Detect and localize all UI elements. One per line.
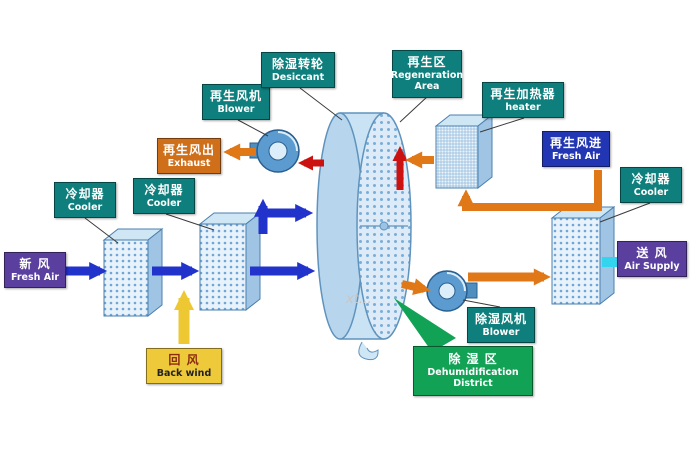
label-fresh-air-in-zh: 新 风 [19, 257, 51, 272]
label-heater: 再生加热器 heater [482, 82, 564, 118]
desiccant-wheel [316, 112, 412, 361]
watermark-text: xt… [346, 292, 372, 307]
label-cooler-2-zh: 冷却器 [144, 183, 184, 198]
leader-lines [84, 87, 651, 308]
cooler-box-1 [102, 227, 164, 318]
label-back-wind: 回 风 Back wind [146, 348, 222, 384]
label-cooler-3-en: Cooler [633, 186, 669, 198]
label-regen-blower-zh: 再生风机 [209, 89, 262, 104]
label-cooler-2: 冷却器 Cooler [133, 178, 195, 214]
label-exhaust-en: Exhaust [167, 157, 211, 169]
wheel-ribbon [358, 341, 379, 361]
label-air-supply-zh: 送 风 [636, 246, 668, 261]
regen-fan [249, 129, 300, 173]
label-dehumid-blower-en: Blower [482, 326, 520, 338]
label-back-wind-zh: 回 风 [168, 353, 200, 368]
label-regen-blower-en: Blower [217, 103, 255, 115]
label-fresh-air-in-en: Fresh Air [10, 271, 60, 283]
label-dehumid-district-zh: 除 湿 区 [448, 352, 498, 367]
label-regen-fresh-air: 再生风进 Fresh Air [542, 131, 610, 167]
label-regeneration-area-zh: 再生区 [407, 55, 447, 70]
label-dehumid-blower: 除湿风机 Blower [467, 307, 535, 343]
label-cooler-1-en: Cooler [67, 201, 103, 213]
label-desiccant-zh: 除湿转轮 [271, 57, 324, 72]
label-regen-fresh-air-zh: 再生风进 [549, 136, 602, 151]
label-regen-blower: 再生风机 Blower [202, 84, 270, 120]
label-cooler-1: 冷却器 Cooler [54, 182, 116, 218]
label-cooler-2-en: Cooler [146, 197, 182, 209]
label-exhaust: 再生风出 Exhaust [157, 138, 221, 174]
label-dehumid-district: 除 湿 区 Dehumidification District [413, 346, 533, 396]
label-dehumid-district-en: Dehumidification District [427, 366, 519, 390]
label-cooler-3-zh: 冷却器 [631, 172, 671, 187]
dehumid-fan [426, 270, 478, 312]
label-air-supply: 送 风 Air Supply [617, 241, 687, 277]
label-heater-en: heater [505, 101, 541, 113]
arrow-regen-air-to-heater [457, 170, 602, 211]
label-fresh-air-in: 新 风 Fresh Air [4, 252, 66, 288]
label-cooler-3: 冷却器 Cooler [620, 167, 682, 203]
label-back-wind-en: Back wind [156, 367, 212, 379]
label-air-supply-en: Air Supply [624, 260, 680, 272]
label-cooler-1-zh: 冷却器 [65, 187, 105, 202]
label-regen-fresh-air-en: Fresh Air [551, 150, 601, 162]
dehumid-district-pointer [394, 298, 456, 352]
arrow-wheel-to-dehumid-fan [401, 278, 431, 296]
label-desiccant-en: Desiccant [271, 71, 325, 83]
cooler-box-3 [550, 205, 616, 306]
label-regeneration-area: 再生区 Regeneration Area [390, 50, 464, 98]
label-exhaust-zh: 再生风出 [162, 143, 215, 158]
label-regeneration-area-en: Regeneration Area [390, 69, 464, 93]
cooler-box-2 [198, 211, 262, 312]
label-desiccant: 除湿转轮 Desiccant [261, 52, 335, 88]
label-heater-zh: 再生加热器 [490, 87, 556, 102]
heater-box [434, 113, 494, 190]
label-dehumid-blower-zh: 除湿风机 [474, 312, 527, 327]
